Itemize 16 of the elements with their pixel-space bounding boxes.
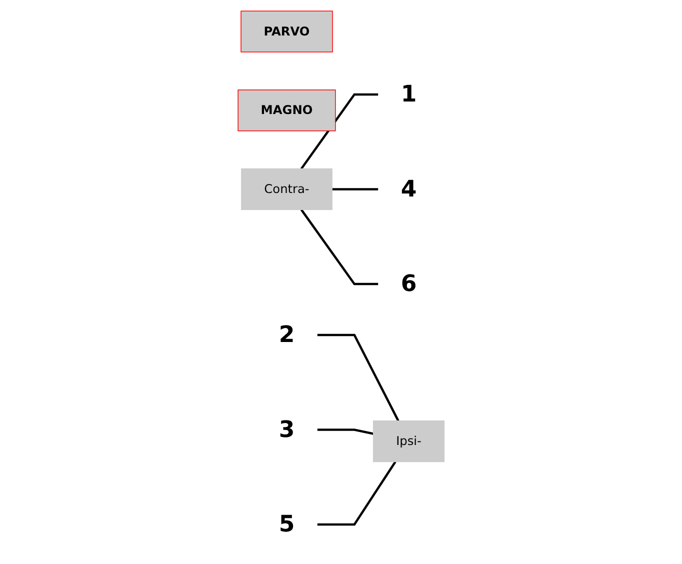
connector xyxy=(300,93,378,170)
node-text: 1 xyxy=(400,81,417,108)
node-box xyxy=(238,90,336,132)
node-text: 4 xyxy=(400,176,417,202)
connector xyxy=(332,188,378,190)
connector xyxy=(300,209,378,286)
node-text: 5 xyxy=(278,511,295,538)
node-box xyxy=(372,420,444,462)
node-box xyxy=(240,168,332,210)
connector xyxy=(317,461,396,526)
connector xyxy=(317,428,374,435)
node-text: 6 xyxy=(400,270,417,298)
node-box xyxy=(240,10,333,52)
node-text: 3 xyxy=(278,416,295,443)
node-text: 2 xyxy=(278,322,295,348)
connector xyxy=(317,334,400,422)
